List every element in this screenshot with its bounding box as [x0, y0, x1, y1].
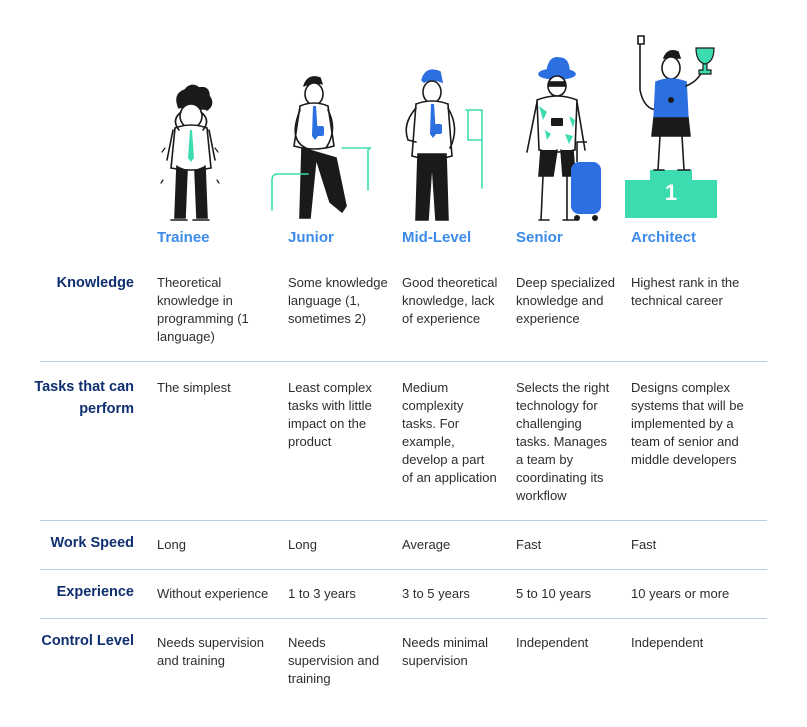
pedestal-number: 1 [665, 180, 677, 205]
cell-tasks-junior: Least complex tasks with little impact o… [288, 380, 372, 449]
mid-level-figure-illustration [405, 69, 483, 221]
architect-figure-illustration: 1 [625, 35, 717, 218]
level-heading-senior: Senior [516, 229, 563, 246]
cell-experience-junior: 1 to 3 years [288, 586, 356, 601]
cell-speed-mid-level: Average [402, 537, 451, 552]
row-label-control-level: Control Level [41, 633, 134, 649]
row-label-experience: Experience [56, 584, 134, 600]
cell-experience-trainee: Without experience [157, 586, 269, 601]
row-divider [40, 618, 767, 619]
trophy-icon [695, 47, 715, 75]
row-divider [40, 520, 767, 521]
cell-control-junior: Needs supervision and training [288, 635, 380, 686]
cell-experience-architect: 10 years or more [631, 586, 730, 601]
level-heading-junior: Junior [288, 229, 334, 246]
cell-knowledge-trainee: Theoretical knowledge in programming (1 … [157, 275, 249, 344]
cell-knowledge-mid-level: Good theoretical knowledge, lack of expe… [402, 275, 498, 326]
cell-knowledge-architect: Highest rank in the technical career [631, 275, 740, 308]
row-divider [40, 361, 767, 362]
level-heading-trainee: Trainee [157, 229, 210, 246]
level-heading-architect: Architect [631, 229, 697, 246]
senior-figure-illustration [526, 56, 601, 221]
cell-experience-senior: 5 to 10 years [516, 586, 592, 601]
row-divider [40, 569, 767, 570]
cell-tasks-senior: Selects the right technology for challen… [516, 380, 610, 503]
cell-control-mid-level: Needs minimal supervision [402, 635, 488, 668]
trainee-figure-illustration [160, 84, 220, 221]
cell-tasks-mid-level: Medium complexity tasks. For example, de… [402, 380, 497, 485]
row-label-knowledge: Knowledge [56, 275, 134, 291]
level-heading-mid-level: Mid-Level [402, 229, 472, 246]
cell-speed-architect: Fast [631, 537, 657, 552]
cell-speed-senior: Fast [516, 537, 542, 552]
cell-tasks-trainee: The simplest [157, 380, 231, 395]
cell-speed-junior: Long [288, 537, 317, 552]
cell-speed-trainee: Long [157, 537, 186, 552]
cell-knowledge-senior: Deep specialized knowledge and experienc… [516, 275, 616, 326]
junior-figure-illustration [271, 76, 372, 219]
cell-control-trainee: Needs supervision and training [157, 635, 264, 668]
cell-knowledge-junior: Some knowledge language (1, sometimes 2) [288, 275, 388, 326]
cell-control-senior: Independent [516, 635, 589, 650]
row-label-work-speed: Work Speed [50, 535, 134, 551]
cell-experience-mid-level: 3 to 5 years [402, 586, 470, 601]
cell-control-architect: Independent [631, 635, 704, 650]
cell-tasks-architect: Designs complex systems that will be imp… [631, 380, 744, 467]
row-label-tasks: Tasks that can perform [34, 379, 134, 417]
